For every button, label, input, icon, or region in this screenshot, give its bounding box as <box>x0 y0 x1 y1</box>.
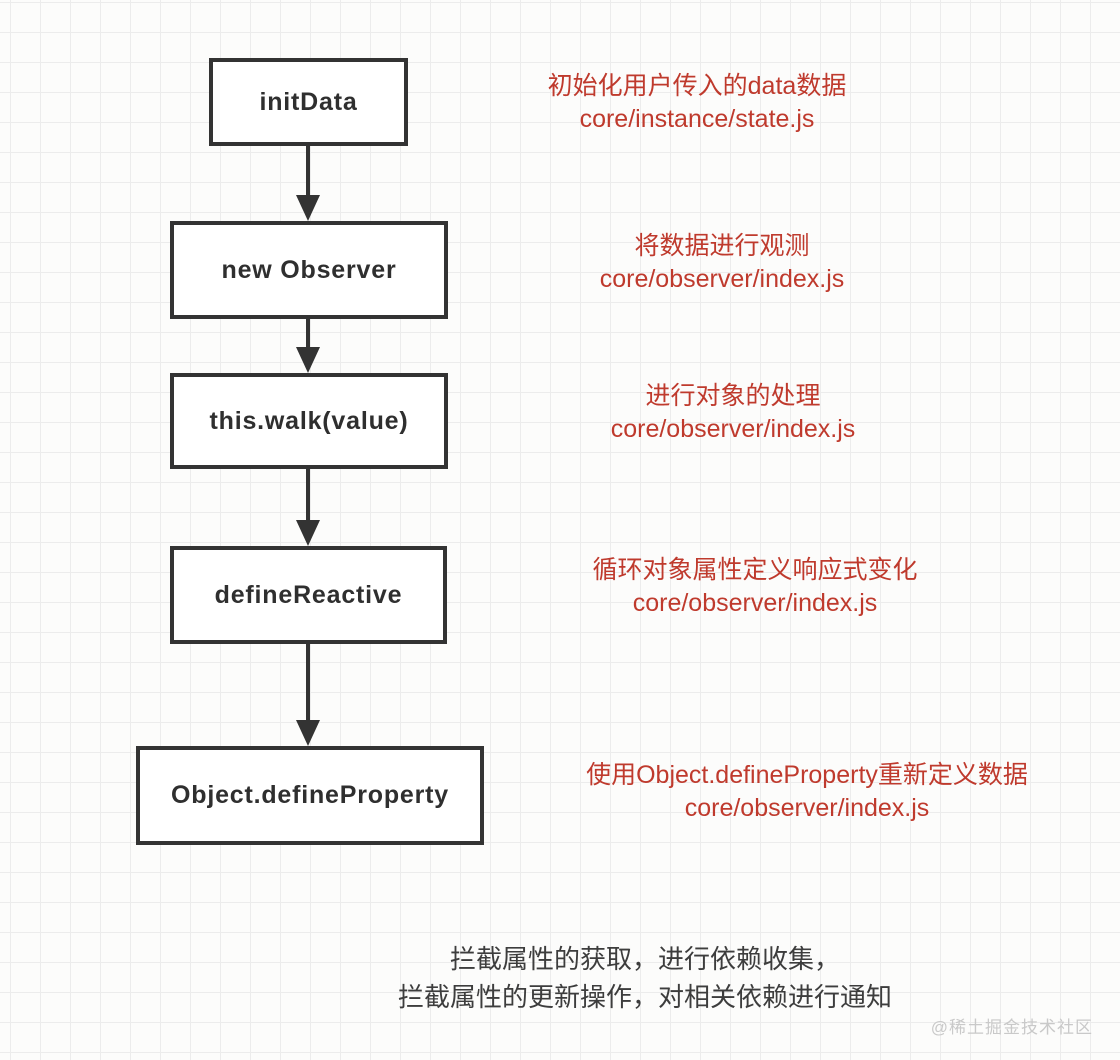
annotation-this-walk: 进行对象的处理 core/observer/index.js <box>453 380 1013 446</box>
flow-node-definereactive: defineReactive <box>170 546 447 644</box>
arrow-head-icon <box>296 720 320 746</box>
flow-arrow-1 <box>296 146 320 221</box>
flow-node-this-walk: this.walk(value) <box>170 373 448 469</box>
arrow-shaft <box>306 319 310 347</box>
annotation-object-defineproperty: 使用Object.defineProperty重新定义数据 core/obser… <box>527 759 1087 825</box>
flow-node-label: new Observer <box>221 255 397 284</box>
arrow-shaft <box>306 644 310 720</box>
watermark: @稀土掘金技术社区 <box>930 1018 1093 1037</box>
flow-node-initdata: initData <box>209 58 408 146</box>
flow-arrow-2 <box>296 319 320 373</box>
flow-arrow-4 <box>296 644 320 746</box>
flow-node-new-observer: new Observer <box>170 221 448 319</box>
footnote-line-2: 拦截属性的更新操作，对相关依赖进行通知 <box>397 982 892 1012</box>
flow-node-object-defineproperty: Object.defineProperty <box>136 746 484 845</box>
annotation-path: core/observer/index.js <box>684 794 930 822</box>
annotation-text: 将数据进行观测 <box>634 232 810 260</box>
annotation-new-observer: 将数据进行观测 core/observer/index.js <box>442 230 1002 296</box>
annotation-text: 循环对象属性定义响应式变化 <box>592 556 918 584</box>
flow-node-label: this.walk(value) <box>209 406 409 435</box>
annotation-path: core/observer/index.js <box>599 265 845 293</box>
annotation-path: core/observer/index.js <box>632 589 878 617</box>
arrow-head-icon <box>296 195 320 221</box>
arrow-head-icon <box>296 520 320 546</box>
annotation-initdata: 初始化用户传入的data数据 core/instance/state.js <box>417 70 977 136</box>
arrow-shaft <box>306 469 310 520</box>
annotation-definereactive: 循环对象属性定义响应式变化 core/observer/index.js <box>475 554 1035 620</box>
annotation-text: 进行对象的处理 <box>645 382 821 410</box>
flow-node-label: defineReactive <box>214 580 403 609</box>
flow-node-label: initData <box>259 87 358 116</box>
annotation-path: core/observer/index.js <box>610 415 856 443</box>
footnote-text: 拦截属性的获取，进行依赖收集， 拦截属性的更新操作，对相关依赖进行通知 <box>260 940 1030 1016</box>
annotation-text: 初始化用户传入的data数据 <box>547 72 847 100</box>
annotation-text: 使用Object.defineProperty重新定义数据 <box>586 761 1028 789</box>
annotation-path: core/instance/state.js <box>579 105 815 133</box>
flow-arrow-3 <box>296 469 320 546</box>
arrow-shaft <box>306 146 310 195</box>
footnote-line-1: 拦截属性的获取，进行依赖收集， <box>449 944 840 974</box>
arrow-head-icon <box>296 347 320 373</box>
flow-node-label: Object.defineProperty <box>171 781 449 809</box>
